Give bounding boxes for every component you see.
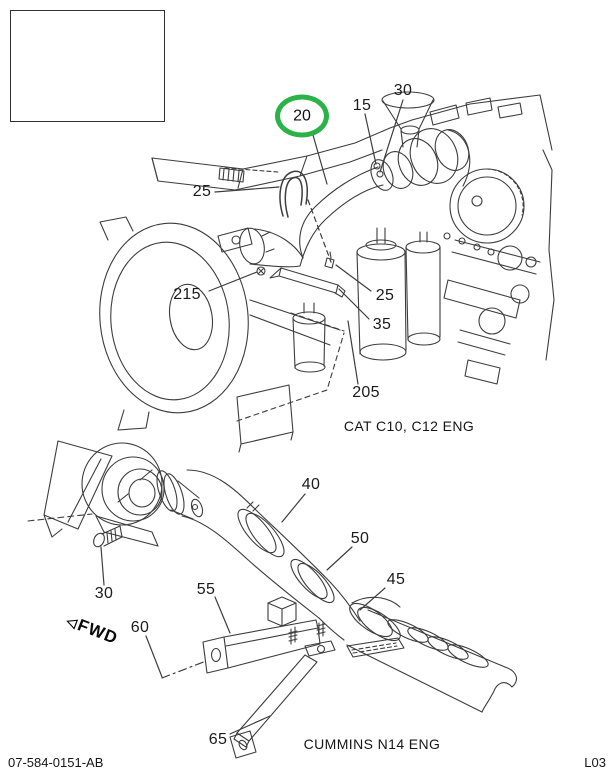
chassis-locator-inset — [10, 10, 165, 122]
oil-filters — [356, 227, 441, 361]
saddle-bracket — [346, 637, 405, 658]
callout-65: 65 — [208, 731, 228, 748]
callout-15: 15 — [352, 97, 372, 114]
exhaust-elbow-pipe — [181, 469, 361, 641]
bottom-diagram-caption: CUMMINS N14 ENG — [303, 736, 441, 752]
callout-25-right: 25 — [375, 287, 395, 304]
support-strap — [229, 654, 318, 759]
cat-engine-drawing — [99, 91, 555, 453]
turbo-outlet — [27, 442, 204, 547]
callout-45: 45 — [386, 571, 406, 588]
callout-55: 55 — [196, 581, 216, 598]
hose-clamp-upper — [237, 501, 285, 558]
mount-bracket — [217, 227, 266, 276]
hose-clamp-lower — [290, 558, 335, 604]
frame-rail-panel — [151, 155, 308, 191]
callout-60: 60 — [130, 619, 150, 636]
callout-25-upper: 25 — [192, 183, 212, 200]
callout-20-label: 20 — [293, 107, 311, 124]
hoop-bracket — [279, 170, 308, 218]
page-code: L03 — [584, 755, 606, 770]
heat-shield — [43, 440, 113, 538]
canister — [292, 302, 326, 373]
leader-lines-top — [208, 99, 404, 385]
callout-40: 40 — [301, 476, 321, 493]
breather-tube — [269, 251, 346, 298]
callout-215: 215 — [173, 286, 201, 303]
document-number: 07-584-0151-AB — [8, 755, 104, 770]
leader-lines-bottom — [100, 493, 386, 735]
support-bracket-bar — [202, 596, 336, 674]
intake-elbow-pipe — [239, 159, 394, 268]
cummins-exhaust-drawing — [27, 440, 518, 759]
flex-pipe — [346, 596, 518, 713]
callout-30-top: 30 — [393, 82, 413, 99]
callout-35: 35 — [372, 316, 392, 333]
turbocharger — [373, 91, 471, 189]
highlighted-callout-20: 20 — [275, 94, 329, 138]
flywheel-housing — [99, 216, 294, 453]
top-diagram-caption: CAT C10, C12 ENG — [343, 418, 475, 434]
callout-205: 205 — [352, 384, 380, 401]
engine-front-details — [443, 149, 555, 385]
callout-50: 50 — [350, 530, 370, 547]
callout-30-bottom: 30 — [94, 585, 114, 602]
gear-housing — [449, 168, 525, 244]
mounting-bolt — [93, 525, 123, 548]
